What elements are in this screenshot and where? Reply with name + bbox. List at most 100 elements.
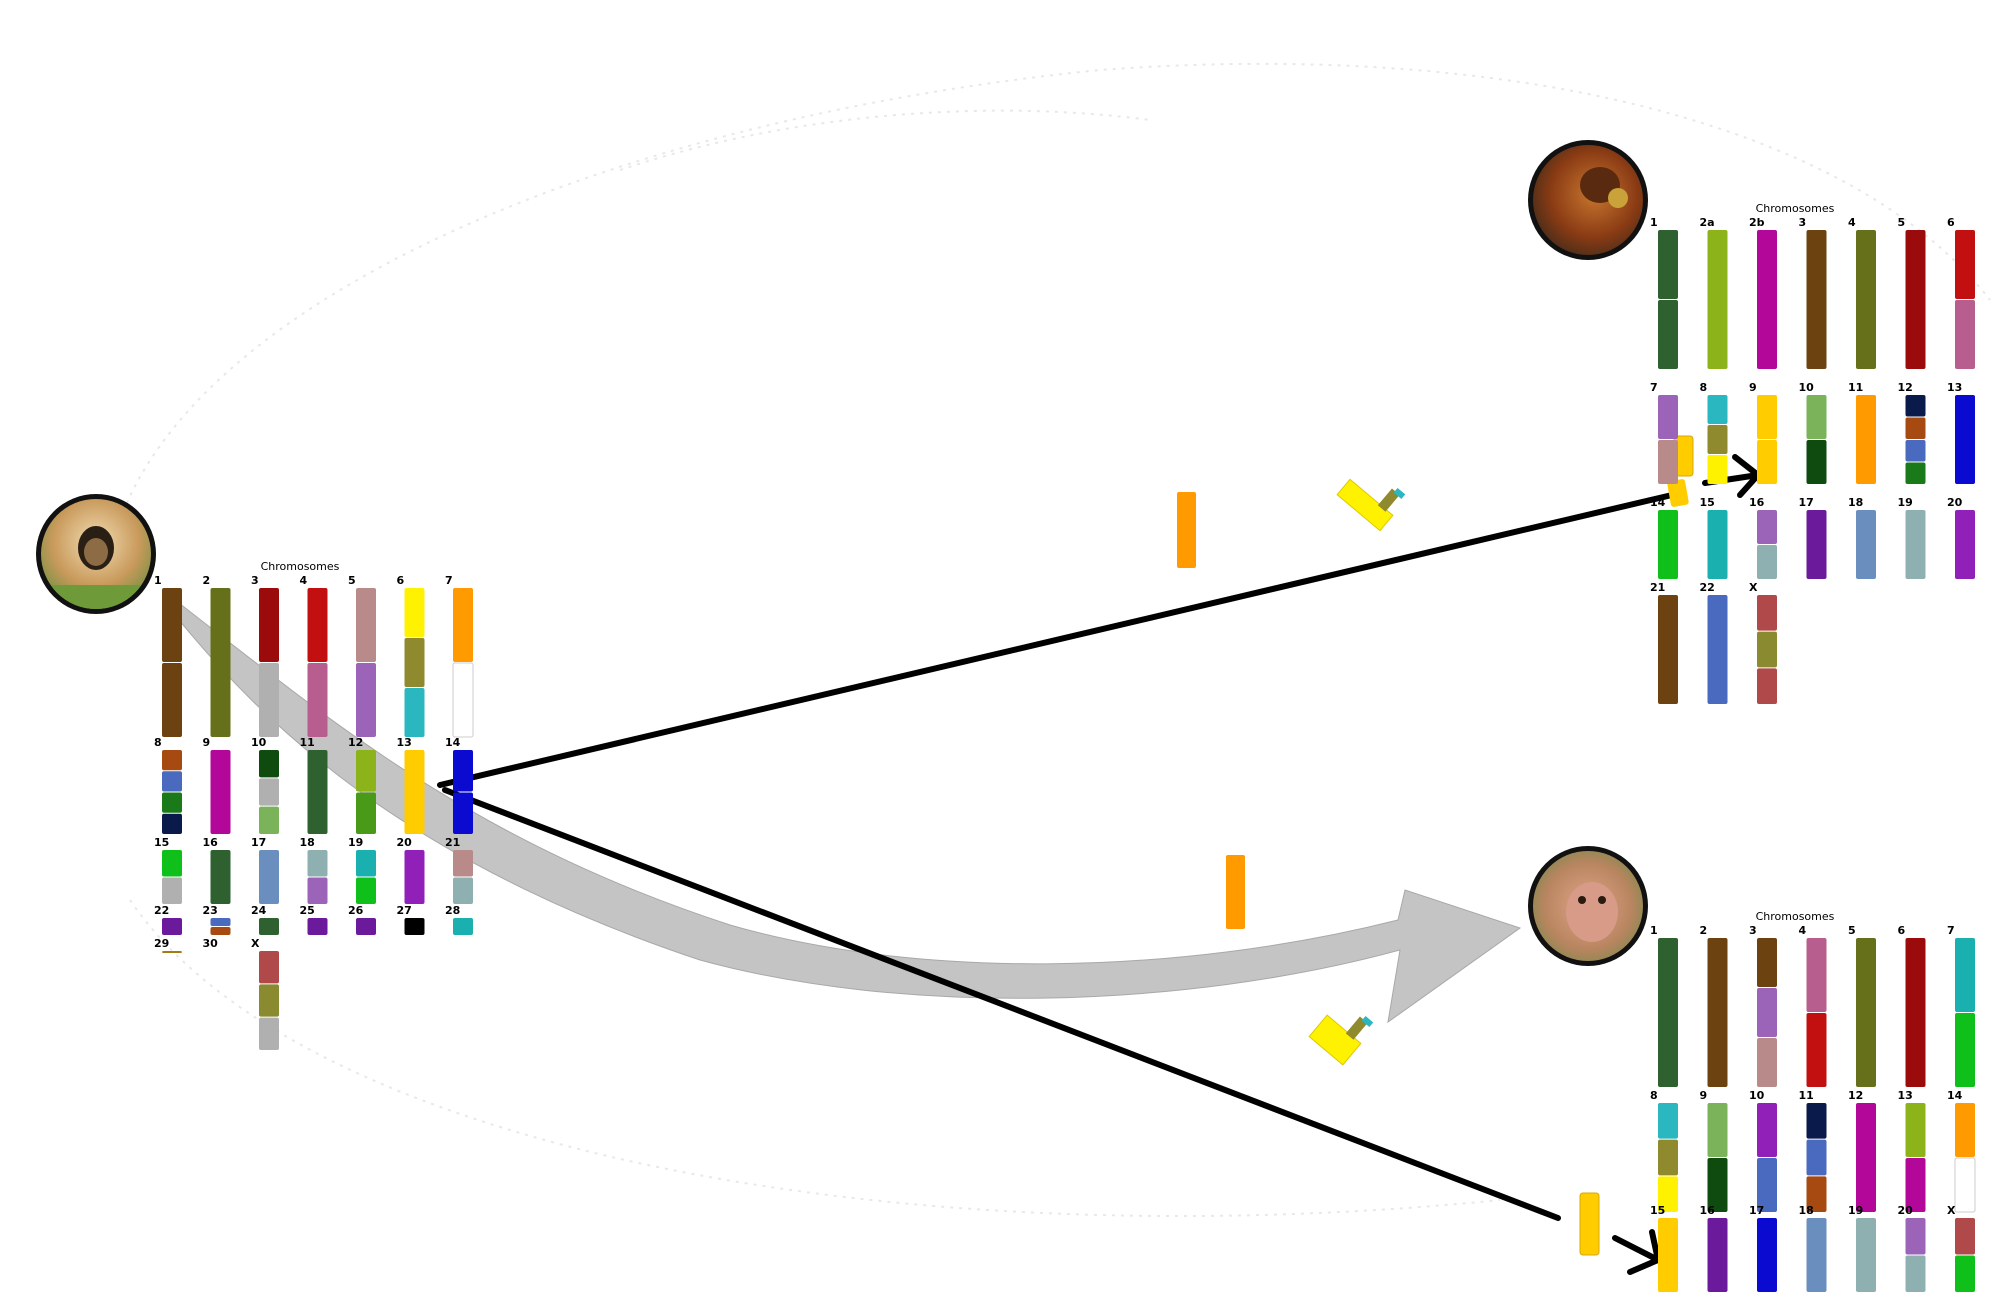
macaque-chromosome-segment <box>1707 1158 1728 1212</box>
macaque-chromosome-segment <box>1905 938 1926 1087</box>
orangutan-chromosome-17: 17 <box>1799 496 1827 579</box>
orangutan-chromosome-22: 22 <box>1700 581 1728 704</box>
macaque-chromosome-20: 20 <box>1898 1204 1926 1292</box>
orangutan-chromosome-label: 22 <box>1700 581 1715 594</box>
gibbon-chromosome-label: 27 <box>397 904 412 917</box>
orangutan-chromosome-segment <box>1806 510 1827 579</box>
macaque-chromosome-segment <box>1806 1139 1827 1176</box>
orangutan-chromosome-label: 10 <box>1799 381 1815 394</box>
macaque-chromosome-19: 19 <box>1848 1204 1876 1292</box>
orangutan-chromosome-label: 2b <box>1749 216 1765 229</box>
gibbon-chromosome-label: 17 <box>251 836 266 849</box>
macaque-chromosome-segment <box>1905 1103 1926 1157</box>
orangutan-chromosome-segment <box>1658 510 1678 579</box>
arrow-gibbon13-to-macaque15 <box>442 787 1662 1275</box>
macaque-chromosome-segment <box>1658 1103 1678 1139</box>
macaque-chromosome-segment <box>1955 1255 1975 1292</box>
orangutan-panel-title: Chromosomes <box>1756 202 1835 215</box>
orangutan-chromosome-label: 12 <box>1898 381 1913 394</box>
macaque-chromosome-7: 7 <box>1947 924 1975 1087</box>
orangutan-chromosome-label: 20 <box>1947 496 1963 509</box>
orangutan-chromosome-segment <box>1905 395 1926 417</box>
macaque-chromosome-segment <box>1806 1103 1827 1139</box>
gibbon-chromosome-segment <box>307 877 328 904</box>
gibbon-chromosome-segment <box>259 778 279 806</box>
gibbon-chromosome-segment <box>162 588 182 662</box>
macaque-chromosome-segment <box>1757 988 1777 1037</box>
gibbon-chromosome-label: X <box>251 937 260 950</box>
orangutan-chromosome-segment <box>1757 510 1777 544</box>
macaque-chromosome-segment <box>1707 938 1728 1087</box>
gibbon-chromosome-18: 18 <box>300 836 328 904</box>
gibbon-chromosome-5: 5 <box>348 574 376 737</box>
macaque-chromosome-label: 18 <box>1799 1204 1814 1217</box>
gibbon-chromosome-label: 26 <box>348 904 364 917</box>
orangutan-chromosome-2b: 2b <box>1749 216 1777 369</box>
orangutan-chromosome-16: 16 <box>1749 496 1777 579</box>
gibbon-chromosome-label: 5 <box>348 574 356 587</box>
macaque-chromosome-12: 12 <box>1848 1089 1876 1212</box>
orangutan-chromosome-segment <box>1757 395 1777 439</box>
macaque-chromosome-label: 12 <box>1848 1089 1863 1102</box>
gibbon-chromosome-3: 3 <box>251 574 279 737</box>
orangutan-chromosome-segment <box>1856 510 1876 579</box>
gibbon-chromosome-segment <box>162 918 182 935</box>
orangutan-chromosome-segment <box>1905 510 1926 579</box>
gibbon-chromosome-label: 23 <box>203 904 218 917</box>
macaque-chromosome-segment <box>1806 1013 1827 1087</box>
gibbon-chromosome-label: 22 <box>154 904 169 917</box>
macaque-chromosome-segment <box>1806 1176 1827 1212</box>
orangutan-chromosome-segment <box>1856 230 1876 369</box>
macaque-chromosome-label: 5 <box>1848 924 1856 937</box>
gibbon-chromosome-segment <box>453 850 473 877</box>
macaque-chromosome-15: 15 <box>1650 1204 1678 1292</box>
gibbon-chromosome-7: 7 <box>445 574 474 738</box>
macaque-chromosome-segment <box>1757 1103 1777 1157</box>
gibbon-chromosome-segment <box>356 663 376 737</box>
gibbon-chromosome-label: 6 <box>397 574 405 587</box>
orangutan-portrait-icon <box>1528 140 1648 260</box>
gibbon-chromosome-segment <box>162 750 182 771</box>
macaque-chromosome-label: 3 <box>1749 924 1757 937</box>
gibbon-chromosome-label: 10 <box>251 736 267 749</box>
gibbon-chromosome-segment <box>356 588 376 662</box>
macaque-chromosome-label: 11 <box>1799 1089 1814 1102</box>
gibbon-chromosome-23: 23 <box>203 904 231 935</box>
floating-segments <box>1177 435 1694 1256</box>
orangutan-chromosome-label: 15 <box>1700 496 1715 509</box>
gibbon-chromosome-segment <box>453 588 473 662</box>
gibbon-chromosome-segment <box>356 750 376 792</box>
gibbon-chromosome-25: 25 <box>300 904 328 935</box>
orangutan-chromosome-label: 7 <box>1650 381 1658 394</box>
orangutan-chromosome-10: 10 <box>1799 381 1827 484</box>
gibbon-chromosome-segment <box>259 1017 279 1050</box>
gibbon-chromosome-22: 22 <box>154 904 182 935</box>
orangutan-chromosome-segment <box>1905 230 1926 369</box>
orangutan-chromosome-18: 18 <box>1848 496 1876 579</box>
orangutan-chromosome-12: 12 <box>1898 381 1926 484</box>
orangutan-chromosome-segment <box>1806 395 1827 439</box>
gibbon-chromosome-segment <box>453 792 473 834</box>
macaque-chromosome-1: 1 <box>1650 924 1678 1087</box>
gibbon-chromosome-segment <box>162 877 182 904</box>
gibbon-chromosome-segment <box>453 877 473 904</box>
macaque-chromosome-16: 16 <box>1700 1204 1728 1292</box>
gibbon-chromosome-segment <box>404 850 425 904</box>
macaque-chromosome-14: 14 <box>1947 1089 1976 1213</box>
orangutan-chromosome-4: 4 <box>1848 216 1876 369</box>
orangutan-chromosome-segment <box>1757 440 1777 484</box>
macaque-chromosome-label: 14 <box>1947 1089 1963 1102</box>
gibbon-chromosome-14: 14 <box>445 736 473 834</box>
orangutan-chromosome-segment <box>1707 425 1728 454</box>
orangutan-chromosome-segment <box>1955 395 1975 484</box>
gibbon-chromosome-26: 26 <box>348 904 376 935</box>
orangutan-chromosome-1: 1 <box>1650 216 1678 369</box>
gibbon-chromosome-label: 8 <box>154 736 162 749</box>
gibbon-chromosome-11: 11 <box>300 736 328 834</box>
gibbon-chromosome-label: 9 <box>203 736 211 749</box>
macaque-chromosome-label: 8 <box>1650 1089 1658 1102</box>
background-swirls <box>119 62 1991 1218</box>
